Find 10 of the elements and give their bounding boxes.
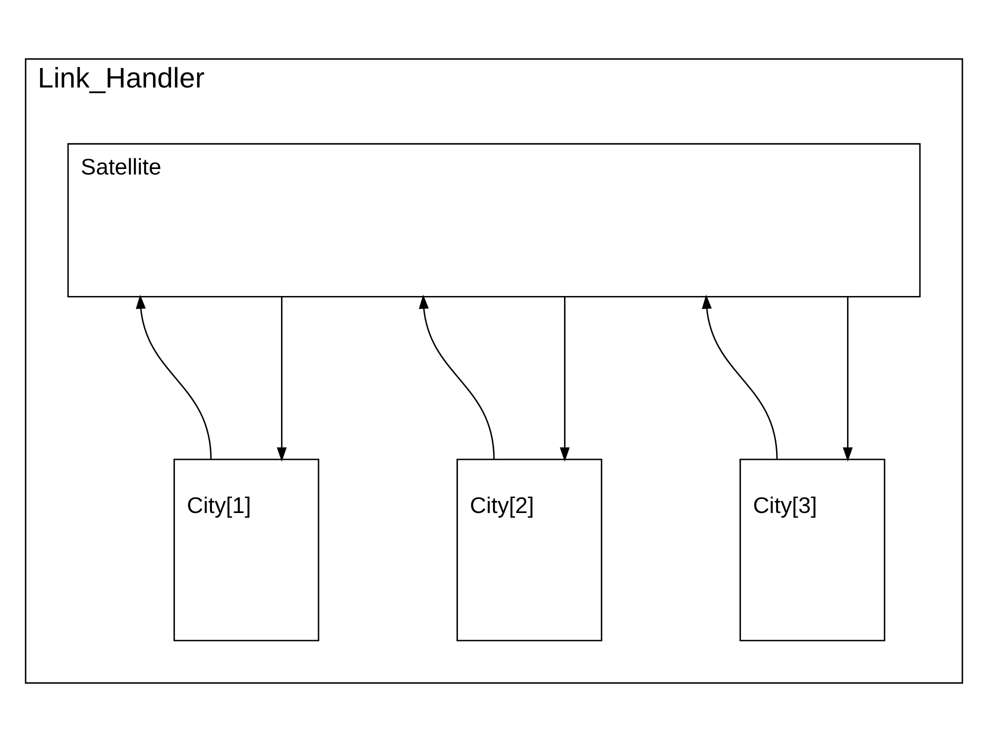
node-box: City[3] <box>740 458 886 642</box>
node-box: Satellite <box>67 143 921 298</box>
arrow <box>418 294 495 460</box>
arrow <box>136 294 212 460</box>
node-box: City[2] <box>456 458 602 642</box>
arrow <box>702 294 778 460</box>
arrow <box>560 296 570 462</box>
arrow <box>842 296 853 462</box>
node-box: City[1] <box>174 458 320 642</box>
arrow <box>276 296 287 462</box>
